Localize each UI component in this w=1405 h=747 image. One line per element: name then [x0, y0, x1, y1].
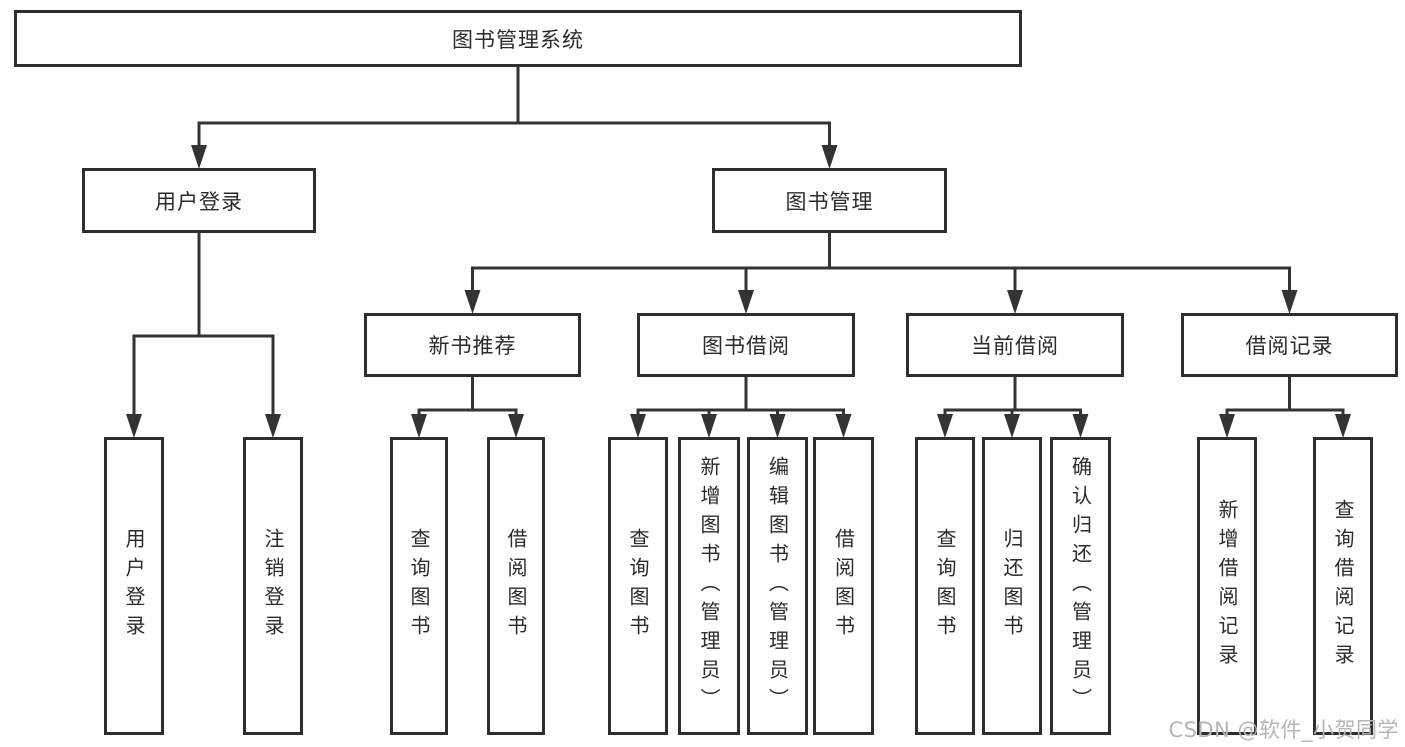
diagram-node-edit-book: 编辑图书（管理员）: [747, 437, 808, 735]
diagram-node-current-borrow: 当前借阅: [906, 313, 1124, 377]
diagram-node-add-book: 新增图书（管理员）: [678, 437, 740, 735]
diagram-node-query-borrow-record: 查询借阅记录: [1313, 437, 1373, 735]
diagram-node-query-book-2: 查询图书: [608, 437, 668, 735]
diagram-node-query-book-1: 查询图书: [390, 437, 448, 735]
diagram-node-book-mgmt: 图书管理: [712, 168, 947, 233]
diagram-node-root: 图书管理系统: [14, 10, 1022, 67]
diagram-node-borrow-book-1: 借阅图书: [487, 437, 545, 735]
diagram-node-borrow-book-2: 借阅图书: [813, 437, 874, 735]
diagram-node-new-book-rec: 新书推荐: [364, 313, 581, 377]
diagram-node-confirm-return: 确认归还（管理员）: [1050, 437, 1111, 735]
diagram-node-query-book-3: 查询图书: [915, 437, 975, 735]
diagram-node-borrow-records: 借阅记录: [1181, 313, 1398, 377]
diagram-node-book-borrow: 图书借阅: [637, 313, 855, 377]
diagram-node-return-book: 归还图书: [982, 437, 1042, 735]
diagram-node-login: 用户登录: [104, 437, 164, 735]
diagram-node-logout: 注销登录: [243, 437, 303, 735]
diagram-node-add-borrow-record: 新增借阅记录: [1197, 437, 1257, 735]
diagram-node-user-login: 用户登录: [82, 168, 316, 233]
watermark: CSDN @软件_小贺同学: [1168, 718, 1399, 742]
